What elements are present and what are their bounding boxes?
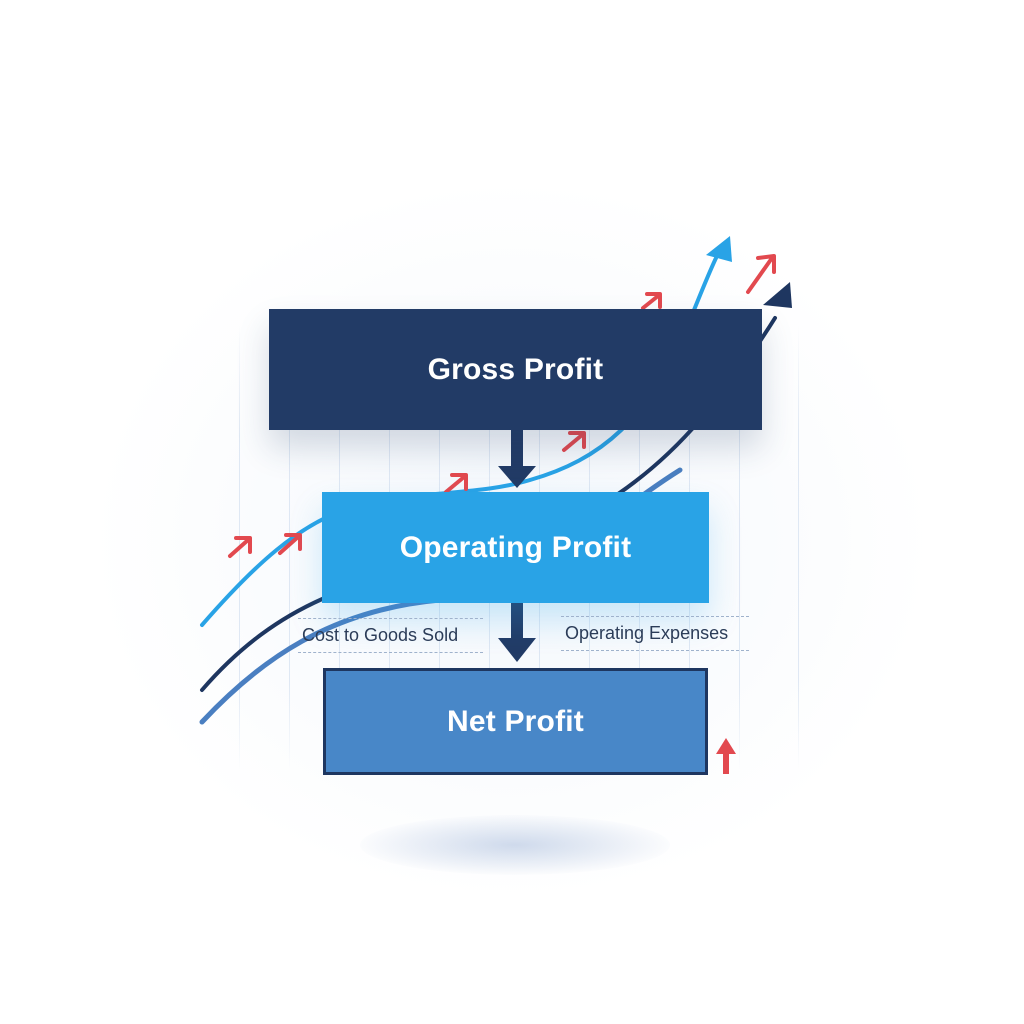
red-arrow-icon bbox=[641, 292, 662, 310]
red-arrow-icon bbox=[444, 473, 468, 494]
bright-blue-arrowhead-icon bbox=[706, 236, 732, 262]
operating-expenses-label: Operating Expenses bbox=[561, 616, 749, 651]
gross-profit-label: Gross Profit bbox=[427, 352, 604, 386]
grid-line bbox=[739, 325, 740, 770]
red-arrow-icon bbox=[746, 254, 776, 294]
red-arrow-icon bbox=[562, 431, 586, 452]
operating-profit-box: Operating Profit bbox=[322, 492, 709, 603]
grid-line bbox=[289, 325, 290, 770]
red-arrow-icon bbox=[228, 536, 252, 558]
gross-profit-box: Gross Profit bbox=[269, 309, 762, 430]
net-profit-label: Net Profit bbox=[447, 704, 584, 738]
operating-profit-label: Operating Profit bbox=[399, 530, 632, 564]
grid-line bbox=[798, 325, 799, 770]
down-arrow-icon bbox=[498, 603, 536, 662]
cost-of-goods-label: Cost to Goods Sold bbox=[298, 618, 483, 653]
down-arrow-icon bbox=[498, 430, 536, 488]
red-up-arrow-icon bbox=[716, 738, 736, 774]
floor-shadow bbox=[360, 815, 670, 875]
red-arrow-icon bbox=[278, 533, 302, 555]
dark-navy-arrowhead-icon bbox=[763, 282, 792, 308]
net-profit-box: Net Profit bbox=[323, 668, 708, 775]
